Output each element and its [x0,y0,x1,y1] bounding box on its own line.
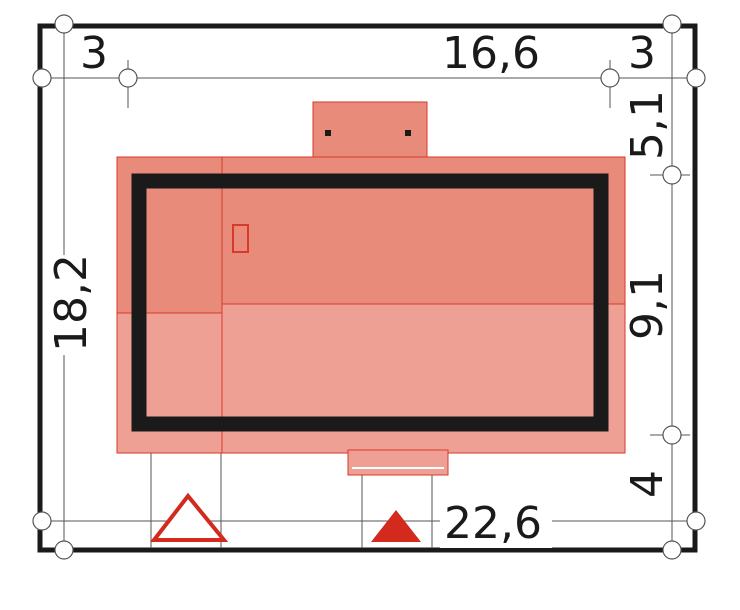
filled-triangle-icon [371,510,421,542]
building-walls [131,173,609,432]
outline-triangle-icon [149,492,229,542]
plot-boundary [37,23,698,553]
dim-left-total: 18,2 [46,254,97,352]
dim-right-top: 5,1 [622,90,673,160]
dormer-dot-right [405,130,411,136]
dormer-dot-left [325,130,331,136]
dim-top-right: 3 [628,28,656,79]
roof-porch-bottom [347,449,449,476]
dimension-lines [40,24,697,551]
dim-top-middle: 16,6 [442,28,540,79]
chimney-marker [232,224,249,253]
dim-bottom-total: 22,6 [444,498,542,549]
dim-top-left: 3 [80,28,108,79]
dim-right-middle: 9,1 [622,270,673,340]
grid-markers [32,14,706,560]
dim-right-bottom: 4 [622,470,673,498]
